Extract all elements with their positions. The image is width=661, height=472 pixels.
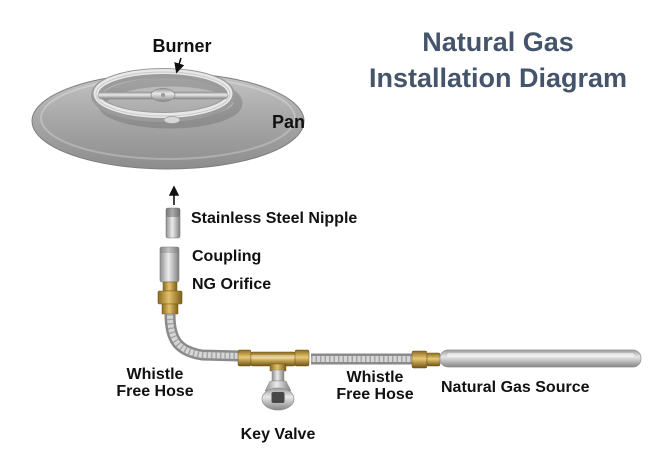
nipple-label: Stainless Steel Nipple bbox=[191, 210, 358, 227]
burner-label: Burner bbox=[152, 36, 212, 56]
title-line1: Natural Gas bbox=[422, 27, 574, 57]
coupling-graphic bbox=[159, 246, 180, 283]
diagram-title: Natural Gas Installation Diagram bbox=[345, 24, 651, 96]
orifice-graphic bbox=[157, 281, 183, 315]
orifice-label: NG Orifice bbox=[192, 276, 272, 293]
key-valve-label: Key Valve bbox=[240, 426, 316, 443]
key-valve-graphic bbox=[237, 349, 310, 411]
whistle-free-hose-right-label: Whistle Free Hose bbox=[320, 369, 430, 403]
whistle-right-line2: Free Hose bbox=[336, 386, 414, 403]
nipple-graphic bbox=[165, 207, 181, 239]
burner-graphic bbox=[91, 68, 235, 124]
coupling-label: Coupling bbox=[192, 248, 262, 265]
pan-label: Pan bbox=[272, 112, 306, 132]
whistle-left-line2: Free Hose bbox=[116, 383, 194, 400]
gas-pipe-graphic bbox=[439, 349, 642, 368]
natural-gas-source-label: Natural Gas Source bbox=[441, 379, 590, 396]
pipe-fitting-graphic bbox=[411, 350, 441, 369]
title-line2: Installation Diagram bbox=[368, 63, 628, 93]
whistle-left-line1: Whistle bbox=[126, 366, 184, 383]
whistle-right-line1: Whistle bbox=[346, 369, 404, 386]
burner-pointer-arrow bbox=[174, 57, 185, 74]
whistle-free-hose-left-label: Whistle Free Hose bbox=[100, 366, 210, 400]
hose-left-graphic bbox=[164, 313, 241, 362]
